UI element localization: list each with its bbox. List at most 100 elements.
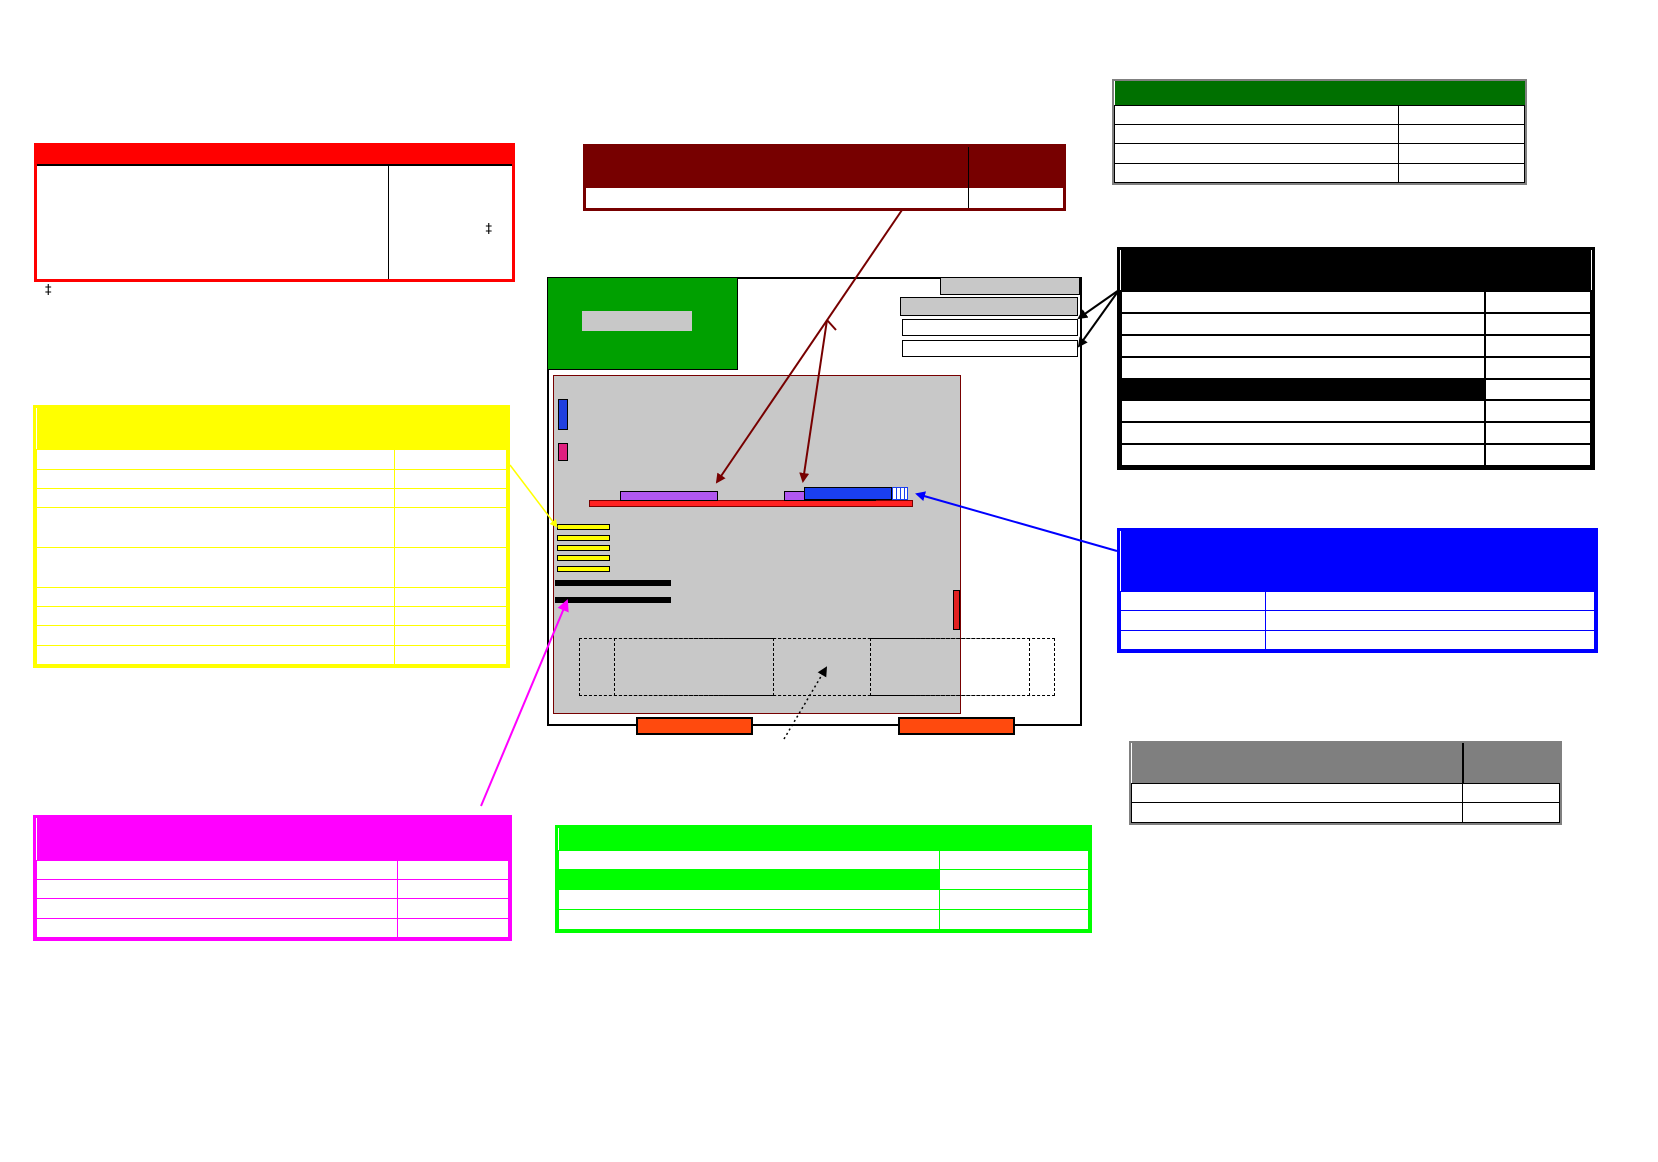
dashed-bay-2 — [773, 638, 871, 696]
red-table-header-right — [388, 146, 512, 166]
black-table-cell — [1120, 290, 1486, 314]
magenta-table-cell — [397, 898, 509, 919]
dark-green-table-cell — [1398, 162, 1525, 184]
magenta-table-cell — [36, 917, 398, 939]
black-table-cell — [1120, 399, 1486, 424]
yellow-memory-slot — [557, 545, 610, 551]
board-green-module-label-box — [582, 311, 692, 331]
magenta-table-cell — [397, 917, 509, 939]
green-table-cell — [558, 889, 940, 911]
dark-green-table — [1112, 79, 1527, 185]
black-bar-upper — [555, 580, 671, 586]
blue-table-header-left — [1121, 531, 1266, 591]
footnote-dagger: ‡ — [45, 283, 52, 298]
green-table — [555, 825, 1092, 933]
yellow-table-cell — [394, 586, 507, 607]
black-table-cell — [1120, 443, 1486, 467]
blue-table-cell — [1265, 629, 1595, 650]
top-right-slot-4 — [902, 340, 1078, 357]
yellow-table-cell — [36, 449, 395, 470]
dark-green-table-cell — [1114, 104, 1399, 125]
black-table-cell — [1484, 333, 1592, 358]
yellow-table-cell — [394, 507, 507, 548]
blue-table-cell — [1120, 590, 1266, 611]
black-table-cell — [1120, 355, 1486, 380]
gray-table-cell — [1131, 782, 1463, 804]
gray-table-header-left — [1131, 743, 1464, 783]
black-arrow-lower — [1077, 289, 1120, 348]
blue-connector-pins — [892, 487, 908, 500]
yellow-table-cell — [394, 625, 507, 646]
top-right-slot-2 — [900, 297, 1078, 316]
green-table-header-right — [940, 828, 1089, 850]
yellow-table-cell — [394, 468, 507, 489]
yellow-table-cell — [394, 487, 507, 509]
black-table-cell — [1484, 443, 1592, 467]
yellow-table-cell — [394, 605, 507, 627]
yellow-memory-slot — [557, 535, 610, 541]
yellow-table-cell — [36, 546, 395, 588]
yellow-table-cell — [36, 468, 395, 489]
yellow-table-cell — [36, 605, 395, 627]
blue-table-cell — [1120, 629, 1266, 650]
green-table-cell — [939, 869, 1089, 891]
magenta-table-cell — [397, 878, 509, 900]
top-right-slot-3 — [902, 319, 1078, 336]
dark-green-table-header-left — [1115, 81, 1399, 105]
green-table-header-left — [559, 828, 940, 850]
red-table: ‡ — [34, 143, 515, 282]
yellow-memory-slot — [557, 566, 610, 572]
yellow-table-header-left — [37, 408, 395, 450]
purple-slot-left — [620, 491, 718, 501]
red-table-header-left — [37, 146, 389, 166]
magenta-table-header-right — [398, 818, 509, 860]
green-table-cell — [558, 909, 940, 930]
yellow-table-cell — [36, 644, 395, 666]
yellow-memory-slot — [557, 555, 610, 561]
black-table-cell — [1484, 377, 1592, 402]
black-arrow-upper — [1077, 289, 1120, 320]
magenta-table — [33, 815, 512, 941]
black-table-cell — [1120, 311, 1486, 336]
black-table-cell — [1484, 399, 1592, 424]
black-table-cell-filled — [1120, 377, 1486, 402]
dark-green-table-cell — [1114, 143, 1399, 164]
dashed-bay-1 — [614, 638, 774, 696]
magenta-table-cell — [36, 898, 398, 919]
green-table-cell — [939, 909, 1089, 930]
dark-green-table-header-right — [1399, 81, 1525, 105]
black-table-cell — [1484, 355, 1592, 380]
black-table — [1117, 247, 1595, 470]
dark-red-table-cell-left — [586, 188, 969, 208]
green-table-cell — [939, 889, 1089, 911]
yellow-table-cell — [36, 625, 395, 646]
blue-connector — [804, 487, 892, 500]
gray-table-cell — [1462, 782, 1560, 804]
green-table-cell — [939, 849, 1089, 871]
red-bus-bar — [589, 500, 913, 507]
black-table-cell — [1120, 421, 1486, 446]
blue-table-cell — [1265, 610, 1595, 631]
yellow-table-cell — [36, 487, 395, 509]
orange-foot-right — [898, 717, 1015, 735]
red-table-body-right: ‡ — [388, 165, 512, 279]
top-right-slot-1 — [940, 277, 1080, 295]
black-table-cell — [1484, 290, 1592, 314]
dark-green-table-cell — [1114, 162, 1399, 184]
yellow-table-cell — [394, 546, 507, 588]
black-table-header-right — [1485, 250, 1591, 291]
dark-red-table-cell-right — [968, 188, 1063, 208]
blue-table-header-right — [1266, 531, 1595, 591]
yellow-table-header-right — [395, 408, 507, 450]
magenta-table-cell — [36, 859, 398, 880]
gray-table-cell — [1131, 802, 1463, 823]
dark-green-table-cell — [1398, 143, 1525, 164]
magenta-table-cell — [397, 859, 509, 880]
dark-green-table-cell — [1398, 104, 1525, 125]
yellow-table-cell — [36, 507, 395, 548]
dark-green-table-cell — [1114, 123, 1399, 145]
red-table-body-left — [37, 165, 389, 279]
blue-table-cell — [1120, 610, 1266, 631]
dark-red-table-header-left — [586, 147, 969, 188]
magenta-table-cell — [36, 878, 398, 900]
